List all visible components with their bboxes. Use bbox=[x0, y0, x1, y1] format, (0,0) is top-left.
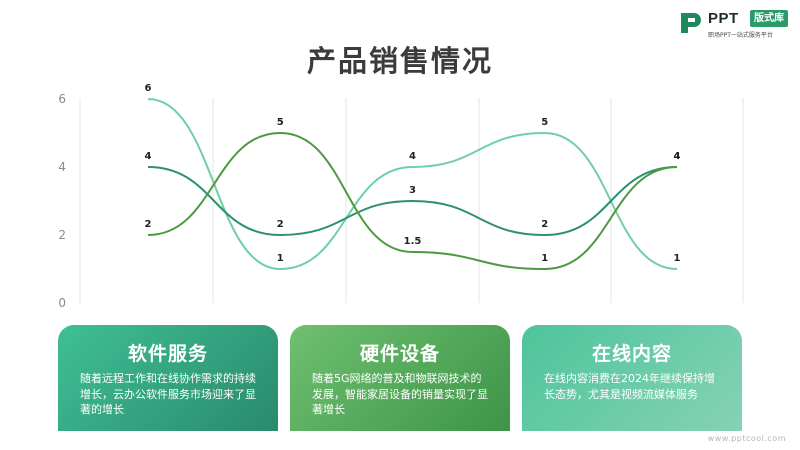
data-label: 6 bbox=[145, 83, 152, 94]
card-description: 随着远程工作和在线协作需求的持续增长，云办公软件服务市场迎来了显著的增长 bbox=[80, 372, 256, 416]
data-label: 3 bbox=[409, 185, 416, 196]
logo-badge: 版式库 bbox=[750, 10, 788, 27]
series-line-2 bbox=[147, 166, 678, 237]
data-label: 4 bbox=[674, 151, 681, 162]
data-label: 5 bbox=[541, 117, 548, 128]
data-label: 5 bbox=[277, 117, 284, 128]
data-label: 1.5 bbox=[404, 236, 422, 247]
card-description: 在线内容消费在2024年继续保持增长态势，尤其是视频流媒体服务 bbox=[544, 372, 715, 401]
card-title: 在线内容 bbox=[591, 343, 672, 365]
card-hardware-devices: 硬件设备 随着5G网络的普及和物联网技术的发展，智能家居设备的销量实现了显著增长 bbox=[290, 325, 510, 431]
logo-mark-icon bbox=[681, 13, 701, 33]
logo-tagline: 职场PPT一站式服务平台 bbox=[708, 32, 773, 39]
footer-url: www.pptcool.com bbox=[707, 434, 786, 443]
data-label: 1 bbox=[277, 253, 284, 264]
data-label: 1 bbox=[541, 253, 548, 264]
data-label: 2 bbox=[145, 219, 152, 230]
data-label: 2 bbox=[541, 219, 548, 230]
data-label: 2 bbox=[277, 219, 284, 230]
data-label: 4 bbox=[145, 151, 152, 162]
card-description: 随着5G网络的普及和物联网技术的发展，智能家居设备的销量实现了显著增长 bbox=[312, 372, 488, 416]
y-tick-label: 0 bbox=[58, 296, 66, 310]
logo-brand-text: PPT bbox=[708, 10, 739, 27]
brand-logo: PPT 版式库 职场PPT一站式服务平台 bbox=[678, 8, 796, 44]
y-tick-label: 4 bbox=[58, 160, 66, 174]
page-title: 产品销售情况 bbox=[306, 44, 493, 78]
y-tick-label: 2 bbox=[58, 228, 66, 242]
card-title: 硬件设备 bbox=[359, 343, 440, 365]
card-online-content: 在线内容 在线内容消费在2024年继续保持增长态势，尤其是视频流媒体服务 bbox=[522, 325, 742, 431]
card-software-services: 软件服务 随着远程工作和在线协作需求的持续增长，云办公软件服务市场迎来了显著的增… bbox=[58, 325, 278, 431]
y-tick-label: 6 bbox=[58, 92, 66, 106]
series-line-3 bbox=[147, 131, 678, 271]
data-label: 1 bbox=[674, 253, 681, 264]
data-label: 4 bbox=[674, 151, 681, 162]
data-label: 4 bbox=[409, 151, 416, 162]
card-title: 软件服务 bbox=[127, 343, 208, 365]
